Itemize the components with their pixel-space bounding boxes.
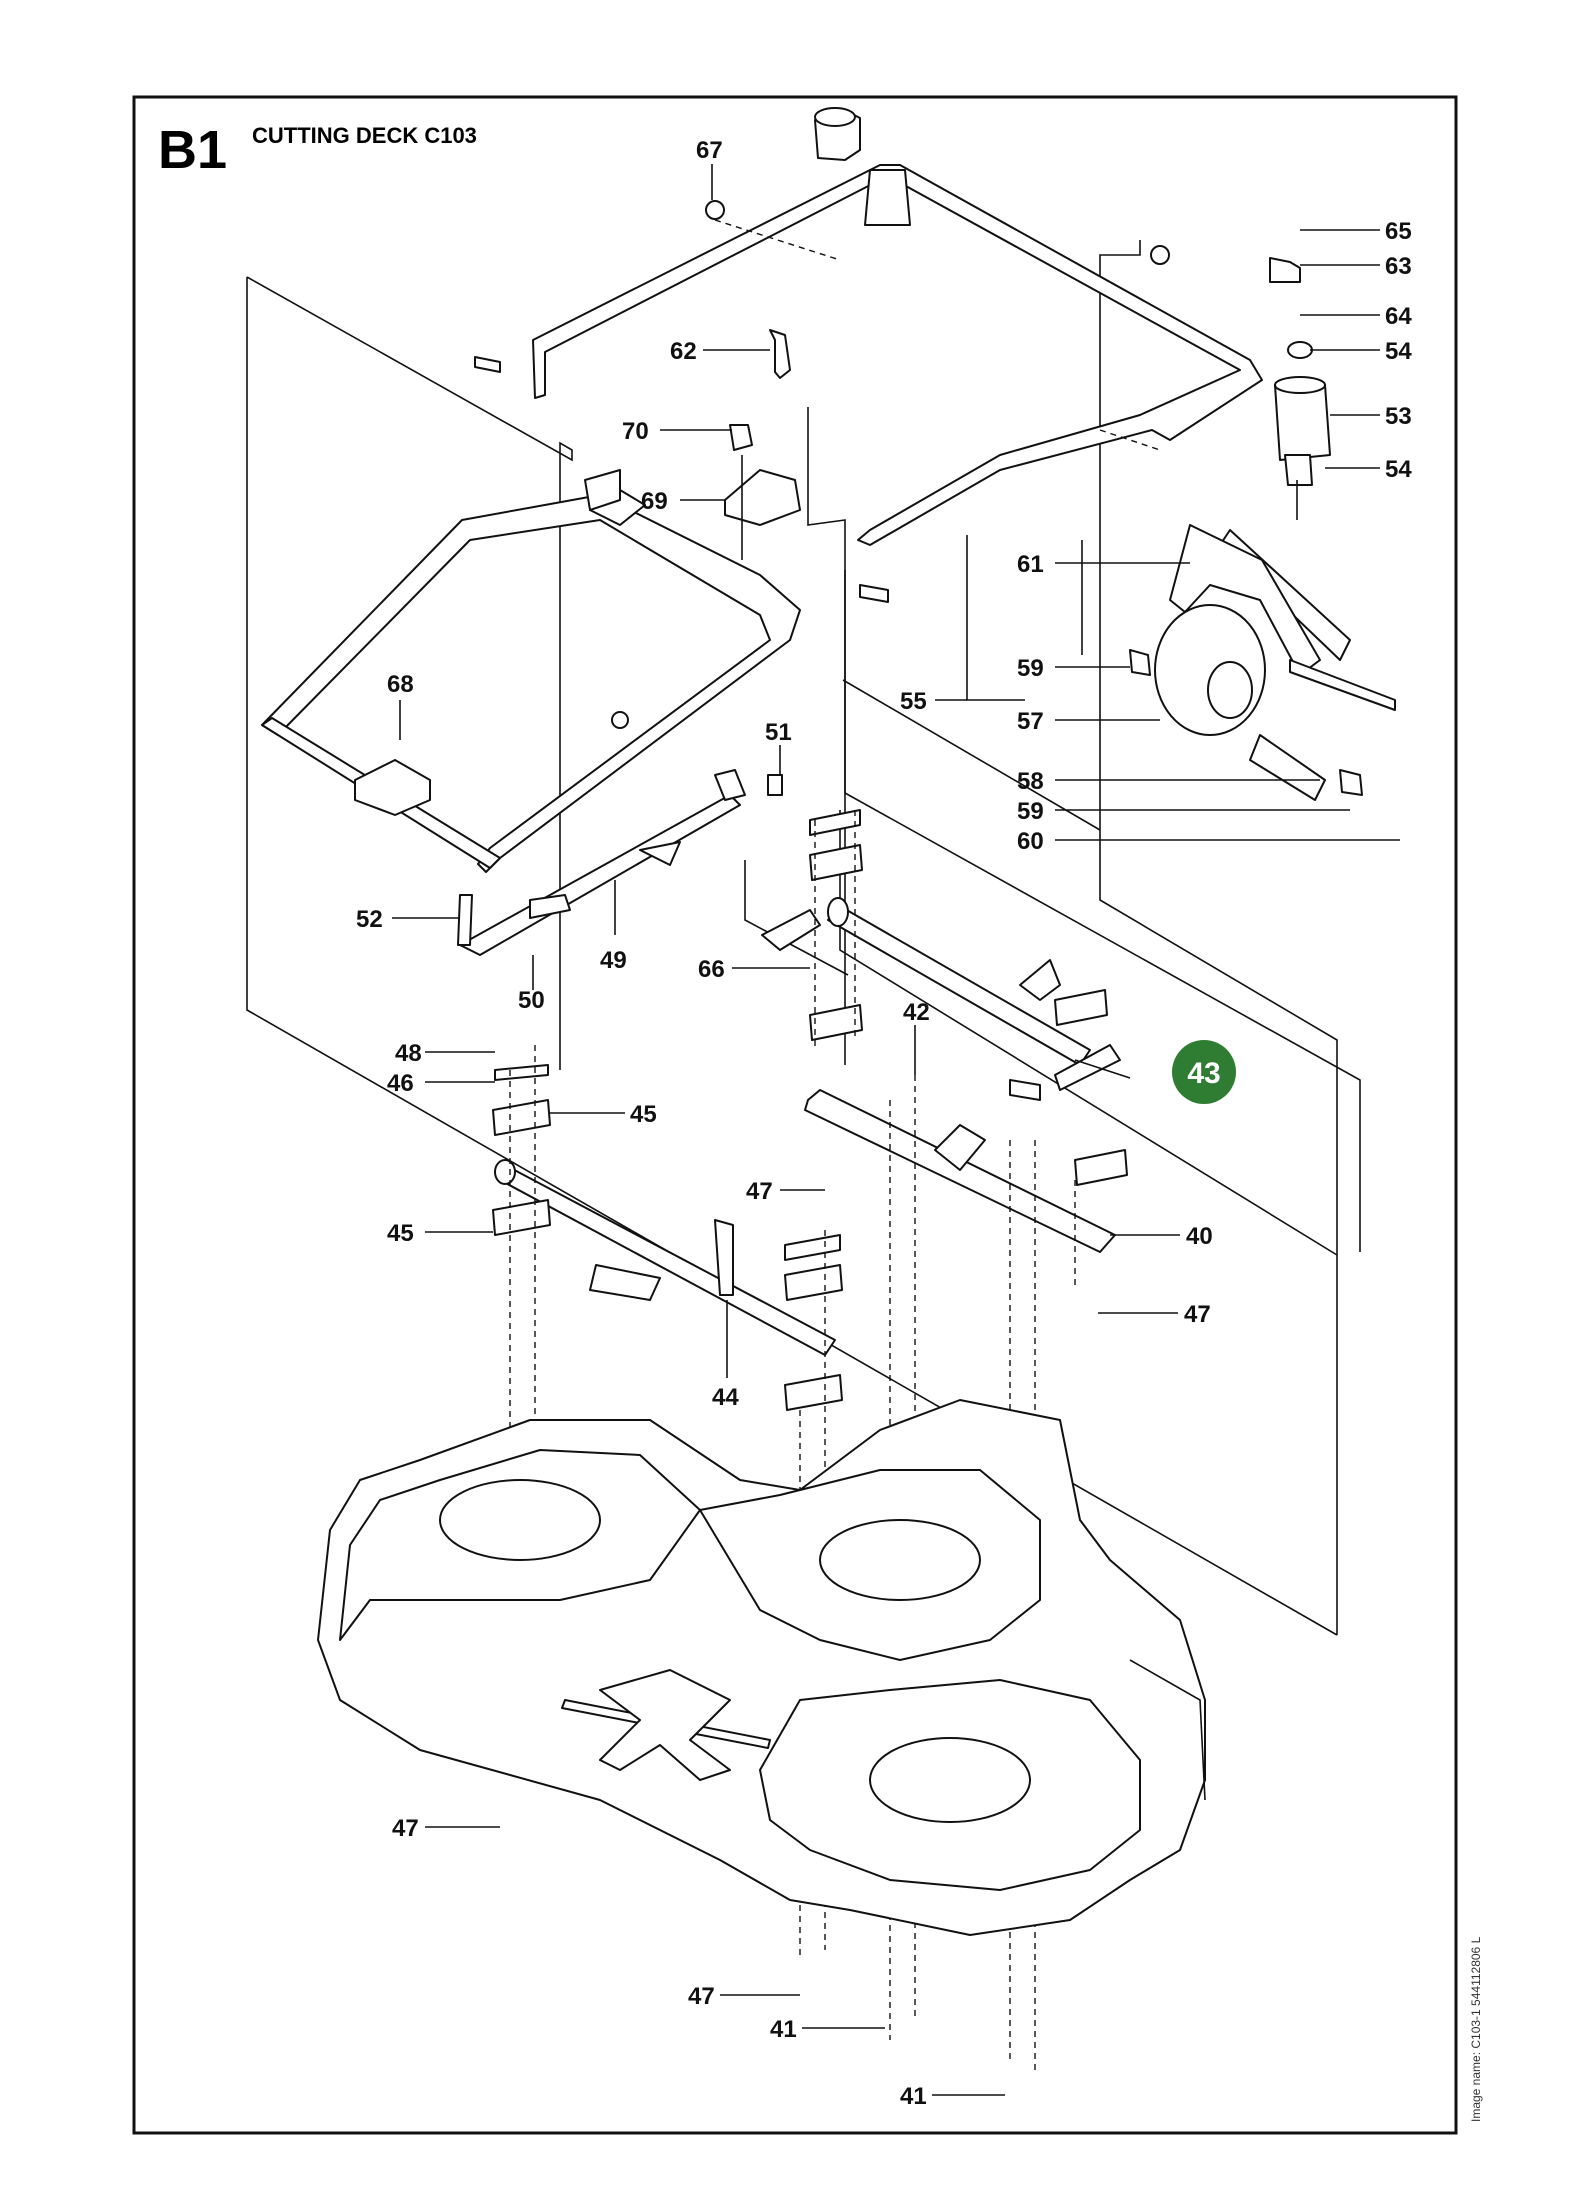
caster-assembly [966, 257, 1396, 801]
callout-55: 55 [900, 688, 927, 715]
callout-59-upper: 59 [1017, 655, 1044, 682]
callout-48: 48 [395, 1040, 422, 1067]
highlight-label: 43 [1187, 1057, 1220, 1090]
lift-linkage [457, 769, 783, 956]
callout-65: 65 [1385, 218, 1412, 245]
callout-63: 63 [1385, 253, 1412, 280]
callout-51: 51 [765, 719, 792, 746]
callout-66: 66 [698, 956, 725, 983]
group-outlines [246, 240, 1361, 1636]
callout-49: 49 [600, 947, 627, 974]
callout-59-lower: 59 [1017, 798, 1044, 825]
callout-47-right: 47 [1184, 1301, 1211, 1328]
cutting-deck [317, 1399, 1206, 1936]
callout-64: 64 [1385, 303, 1412, 330]
callout-47-deck-left: 47 [392, 1815, 419, 1842]
callout-61: 61 [1017, 551, 1044, 578]
callout-45-upper: 45 [630, 1101, 657, 1128]
section-id: B1 [158, 120, 227, 180]
callout-47-deck-bottom: 47 [688, 1983, 715, 2010]
callout-54-lower: 54 [1385, 456, 1412, 483]
callout-47-middle: 47 [746, 1178, 773, 1205]
subframe-68 [261, 469, 801, 873]
callout-42: 42 [903, 999, 930, 1026]
callout-46: 46 [387, 1070, 414, 1097]
callout-70: 70 [622, 418, 649, 445]
callout-53: 53 [1385, 403, 1412, 430]
callout-40: 40 [1186, 1223, 1213, 1250]
bearing-blocks [492, 809, 1128, 1411]
callout-60: 60 [1017, 828, 1044, 855]
callout-57: 57 [1017, 708, 1044, 735]
front-shaft-44 [494, 1159, 836, 1356]
callout-41-upper: 41 [770, 2016, 797, 2043]
highlight-callout-43[interactable]: 43 [1172, 1040, 1236, 1104]
highlight-badge [1172, 1040, 1236, 1104]
callout-67: 67 [696, 137, 723, 164]
image-name-note: Image name: C103-1 544112806 L [1469, 1936, 1483, 2122]
callout-62: 62 [670, 338, 697, 365]
callout-45-lower: 45 [387, 1220, 414, 1247]
upper-lift-arm [474, 107, 1263, 603]
callout-54-upper: 54 [1385, 338, 1412, 365]
rear-shaft [761, 897, 1121, 1101]
callout-69: 69 [641, 488, 668, 515]
front-plate-40 [804, 1089, 1116, 1253]
callout-labels: 67 62 70 69 68 65 63 64 54 53 54 61 55 5… [356, 137, 1412, 2110]
callout-50: 50 [518, 987, 545, 1014]
brackets-62-69-70 [724, 329, 801, 560]
callout-58: 58 [1017, 768, 1044, 795]
callout-68: 68 [387, 671, 414, 698]
section-title: CUTTING DECK C103 [252, 123, 477, 148]
leader-lines [392, 164, 1400, 2096]
diagram-frame [132, 95, 1458, 2135]
callout-41-lower: 41 [900, 2083, 927, 2110]
callout-44: 44 [712, 1384, 739, 1411]
callout-52: 52 [356, 906, 383, 933]
